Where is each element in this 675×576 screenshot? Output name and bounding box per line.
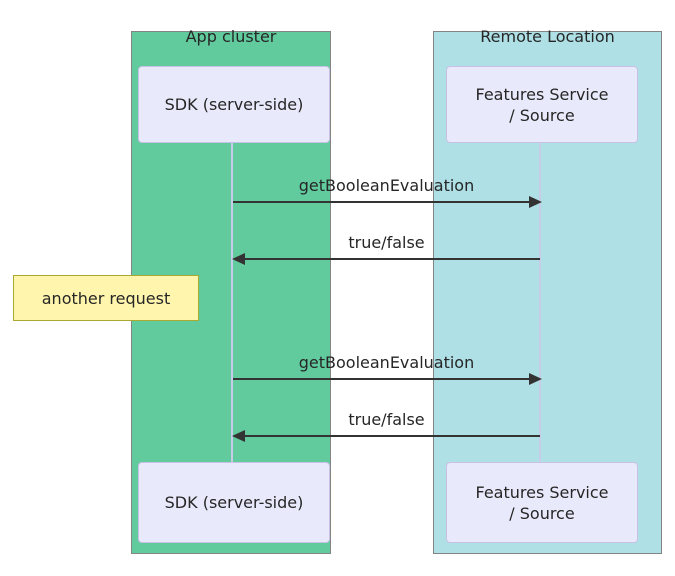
- lifeline-sdk: [231, 143, 233, 462]
- message-arrow-line: [245, 258, 540, 260]
- message-arrow-line: [233, 378, 530, 380]
- arrowhead-right-icon: [529, 373, 542, 385]
- group-app-cluster-label: App cluster: [185, 27, 277, 46]
- actor-features-service-top: Features Service / Source: [446, 66, 638, 143]
- note-label: another request: [41, 288, 171, 308]
- message-arrow-line: [245, 435, 540, 437]
- message-label: getBooleanEvaluation: [298, 176, 475, 195]
- arrowhead-left-icon: [232, 253, 245, 265]
- group-remote-location-label: Remote Location: [480, 27, 615, 46]
- message-label: getBooleanEvaluation: [298, 353, 475, 372]
- arrowhead-left-icon: [232, 430, 245, 442]
- note-another-request: another request: [13, 275, 199, 321]
- actor-sdk-top: SDK (server-side): [138, 66, 330, 143]
- lifeline-features-service: [539, 143, 541, 462]
- message-arrow-line: [233, 201, 530, 203]
- message-label: true/false: [348, 233, 425, 252]
- message-label: true/false: [348, 410, 425, 429]
- actor-features-service-bottom: Features Service / Source: [446, 462, 638, 543]
- arrowhead-right-icon: [529, 196, 542, 208]
- actor-sdk-bottom: SDK (server-side): [138, 462, 330, 543]
